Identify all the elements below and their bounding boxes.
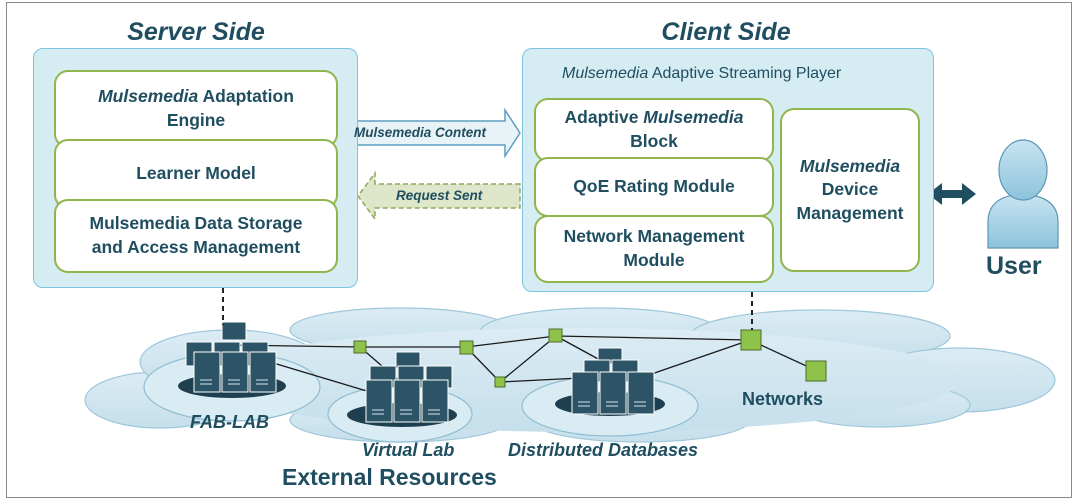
- server-stack-virtual-lab: [365, 351, 453, 423]
- user-label: User: [986, 252, 1042, 280]
- network-management-line2: Module: [623, 250, 685, 270]
- data-storage-module: Mulsemedia Data Storage and Access Manag…: [54, 199, 338, 273]
- player-title-rest: Adaptive Streaming Player: [648, 65, 842, 82]
- network-node: [740, 329, 762, 351]
- qoe-rating-module: QoE Rating Module: [534, 157, 774, 217]
- adaptive-block-prefix: Adaptive: [564, 107, 644, 128]
- double-arrow-icon: [928, 183, 976, 205]
- network-nodes: [353, 328, 827, 388]
- distributed-db-label: Distributed Databases: [508, 440, 699, 460]
- device-management-italic: Mulsemedia: [799, 155, 901, 176]
- adaptation-engine-line2: Engine: [166, 110, 226, 130]
- content-arrow-label: Mulsemedia Content: [354, 125, 487, 140]
- data-storage-line1: Mulsemedia Data Storage: [89, 213, 303, 234]
- server-stack-distributed-db: [571, 347, 655, 415]
- network-node: [805, 360, 827, 382]
- learner-model-module: Learner Model: [54, 139, 338, 209]
- adaptation-engine-italic: Mulsemedia: [98, 86, 199, 107]
- player-title-italic: Mulsemedia: [562, 65, 649, 82]
- qoe-rating-label: QoE Rating Module: [573, 176, 735, 197]
- network-node: [494, 376, 506, 388]
- adaptive-block-line2: Block: [630, 131, 678, 151]
- data-storage-line2: and Access Management: [91, 237, 301, 257]
- learner-model-label: Learner Model: [136, 163, 256, 184]
- player-title: Mulsemedia Adaptive Streaming Player: [562, 65, 841, 83]
- adaptive-block-module: Adaptive Mulsemedia Block: [534, 98, 774, 162]
- network-management-line1: Network Management: [563, 226, 745, 247]
- user-icon: [987, 139, 1059, 249]
- networks-label: Networks: [742, 389, 824, 409]
- server-side-title: Server Side: [127, 18, 265, 46]
- virtual-lab-label: Virtual Lab: [362, 440, 455, 460]
- request-arrow: [357, 170, 521, 222]
- device-management-line2: Device: [821, 179, 879, 200]
- network-node: [459, 340, 474, 355]
- network-node: [353, 340, 367, 354]
- content-arrow: [349, 107, 521, 159]
- device-management-module: Mulsemedia Device Management: [780, 108, 920, 272]
- network-management-module: Network Management Module: [534, 215, 774, 283]
- client-side-title: Client Side: [661, 18, 791, 46]
- external-resources-label: External Resources: [282, 464, 497, 490]
- fablab-label: FAB-LAB: [190, 412, 269, 432]
- adaptation-engine-module: Mulsemedia Adaptation Engine: [54, 70, 338, 148]
- network-links: [231, 335, 816, 393]
- adaptation-engine-rest: Adaptation: [198, 86, 294, 107]
- network-node: [548, 328, 563, 343]
- adaptive-block-italic: Mulsemedia: [643, 107, 744, 128]
- device-management-line3: Management: [796, 202, 904, 223]
- request-arrow-label: Request Sent: [396, 188, 483, 203]
- diagram-frame: [6, 2, 1072, 498]
- server-stack-fablab: [185, 321, 277, 393]
